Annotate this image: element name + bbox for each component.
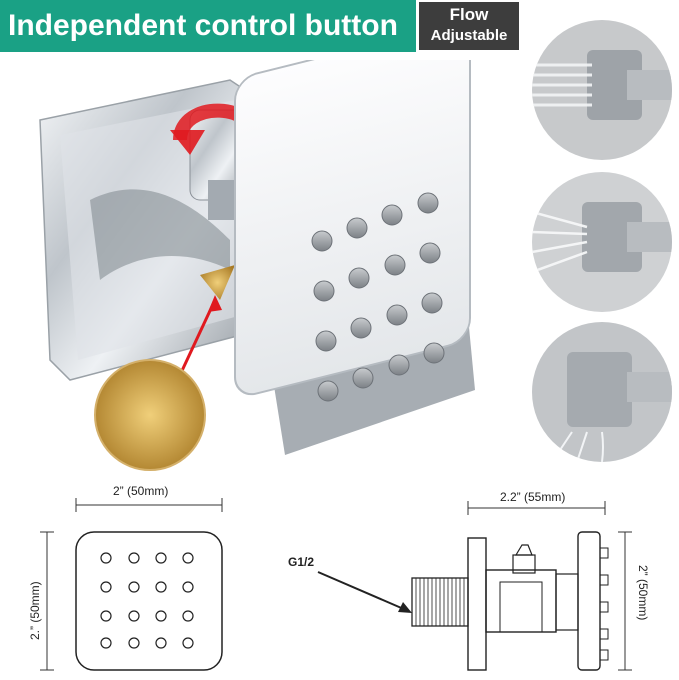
front-view-diagram bbox=[40, 498, 223, 671]
thread-pointer-arrow-icon bbox=[317, 571, 412, 613]
front-width-label: 2” (50mm) bbox=[113, 484, 169, 498]
badge-line-1: Flow bbox=[449, 5, 489, 24]
spray-mode-2-photo bbox=[532, 172, 672, 312]
spray-mode-1-photo bbox=[532, 20, 672, 160]
banner-title: Independent control button bbox=[8, 9, 398, 42]
badge-line-2: Adjustable bbox=[430, 27, 508, 44]
nozzle-grid bbox=[311, 192, 445, 402]
side-height-label: 2” (50mm) bbox=[636, 565, 650, 621]
spray-face bbox=[234, 60, 475, 455]
pointer-arrow-icon bbox=[178, 295, 222, 376]
brass-detail-circle bbox=[94, 359, 206, 471]
brass-flow-control bbox=[200, 265, 235, 300]
side-view-diagram bbox=[317, 501, 632, 671]
side-depth-label: 2.2” (55mm) bbox=[500, 490, 566, 504]
thread-label: G1/2 bbox=[288, 555, 315, 569]
spray-mode-3-photo bbox=[532, 322, 672, 462]
product-photo bbox=[39, 60, 475, 471]
flow-adjustable-badge: Flow Adjustable bbox=[419, 2, 519, 50]
header-banner: Independent control button bbox=[0, 0, 416, 52]
front-height-label: 2.” (50mm) bbox=[28, 581, 42, 640]
